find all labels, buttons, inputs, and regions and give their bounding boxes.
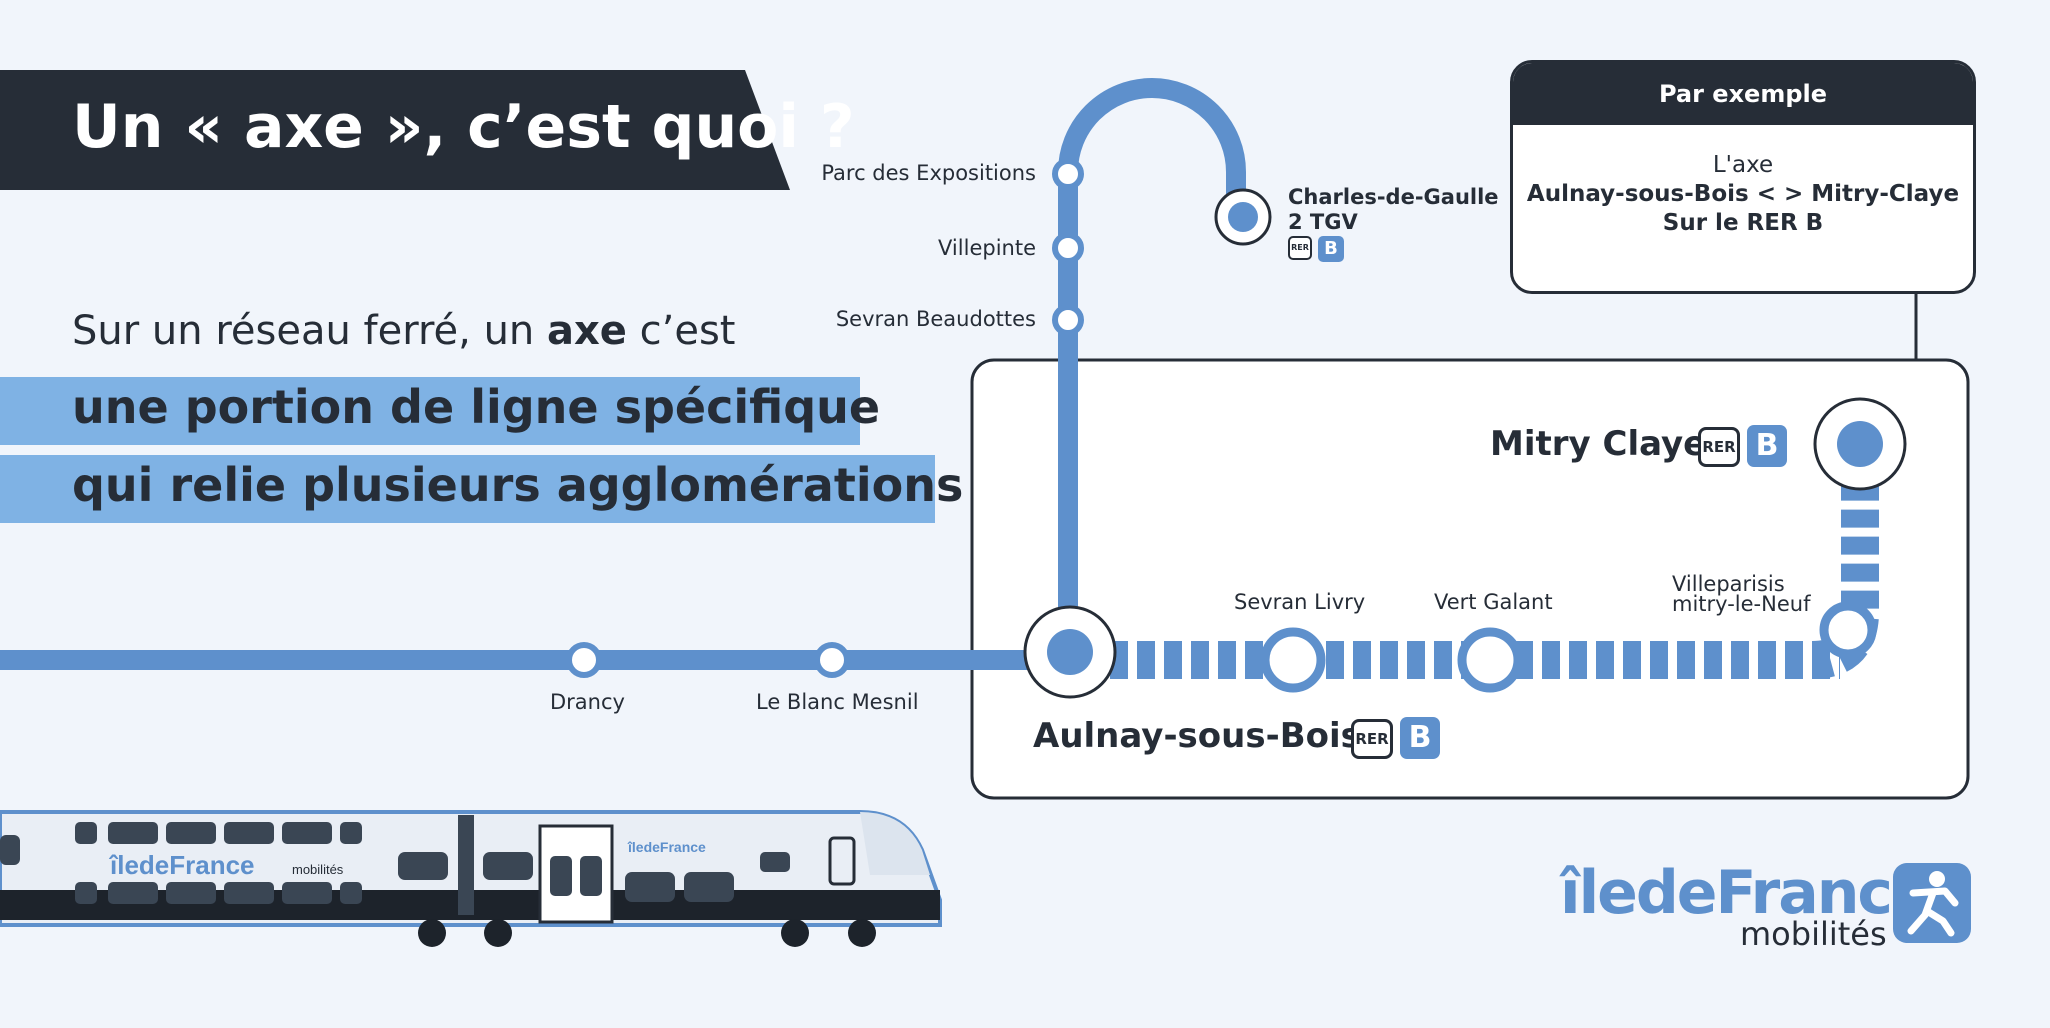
train-window [224,822,274,844]
line-b-badge-aulnay: B [1400,717,1440,759]
station-dot-vert-galant [1457,627,1523,693]
train-window [75,822,97,844]
logo-subtitle: mobilités [1740,915,1887,953]
line-b-badge-mitry: B [1747,425,1787,467]
train-wheel [418,919,446,947]
train-window [166,822,216,844]
example-box: Par exemple L'axe Aulnay-sous-Bois < > M… [1510,60,1976,294]
label-sevran-beaudottes: Sevran Beaudottes [835,307,1036,331]
train-window [282,882,332,904]
label-cdg-line-1: Charles-de-Gaulle [1288,185,1499,209]
highlight-text-2: qui relie plusieurs agglomérations [72,458,964,512]
axis-box [970,358,1970,800]
train-window [483,852,533,880]
train-wheel [484,919,512,947]
label-mitry: Mitry Claye [1490,424,1707,464]
train-nose [860,812,930,875]
label-villeparisis-line-1: Villeparisis [1672,572,1785,596]
station-hub-aulnay-core [1047,629,1093,675]
station-terminus-cdg-core [1228,202,1258,232]
example-line-3: Sur le RER B [1662,210,1824,236]
intro-bold: axe [546,308,627,354]
train-window [0,835,20,865]
example-header: Par exemple [1513,63,1973,125]
intro-text: Sur un réseau ferré, un axe c’est [72,308,735,354]
label-villepinte: Villepinte [938,236,1036,260]
logo-wordmark: îledeFrance [1560,858,1932,928]
walking-person-icon [1893,863,1971,943]
label-aulnay: Aulnay-sous-Bois [1033,716,1361,756]
train-livery-sub: mobilités [292,862,344,877]
train-wheel [781,919,809,947]
train-cab-door [828,836,856,886]
train-window [166,882,216,904]
station-dot-villeparisis [1819,601,1877,659]
intro-suffix: c’est [626,308,736,354]
station-dot-parc-expo [1052,158,1084,190]
train-window [108,822,158,844]
label-cdg-line-2: 2 TGV [1288,210,1358,234]
train-window [282,822,332,844]
label-drancy: Drancy [550,690,625,714]
example-line-1: L'axe [1712,152,1774,178]
train-window [625,872,675,902]
label-villeparisis-line-2: mitry-le-Neuf [1672,592,1811,616]
station-dot-villepinte [1052,232,1084,264]
train-window [760,852,790,872]
train-door-window [580,856,602,896]
line-arc-cdg [1058,78,1246,200]
train-window [684,872,734,902]
station-dot-drancy [566,642,602,678]
rer-badge-aulnay: RER [1351,719,1393,759]
label-vert-galant: Vert Galant [1434,590,1553,614]
station-dot-sevran-beaudottes [1052,304,1084,336]
line-b-badge-cdg: B [1318,236,1344,262]
highlight-bar-1 [0,377,860,445]
station-dot-le-blanc-mesnil [814,642,850,678]
label-sevran-livry: Sevran Livry [1234,590,1366,614]
highlight-bar-2 [0,455,935,523]
train-livery-text: îledeFrance [108,850,255,880]
train-window [340,822,362,844]
label-parc-expo: Parc des Expositions [821,161,1036,185]
station-dot-sevran-livry [1260,627,1326,693]
intro-prefix: Sur un réseau ferré, un [72,308,547,354]
train-wheel [848,919,876,947]
train-illustration: îledeFrance mobilités îledeFrance [0,810,942,947]
example-body: L'axe Aulnay-sous-Bois < > Mitry-Claye S… [1513,125,1973,238]
label-le-blanc-mesnil: Le Blanc Mesnil [756,690,919,714]
highlight-text-1: une portion de ligne spécifique [72,380,881,434]
train-window [398,852,448,880]
page-title: Un « axe », c’est quoi ? [72,92,855,162]
example-line-2: Aulnay-sous-Bois < > Mitry-Claye [1526,181,1960,207]
train-livery-text-small: îledeFrance [627,839,706,855]
rer-badge-mitry: RER [1698,427,1740,467]
train-door-window [550,856,572,896]
train-coupling [458,815,474,915]
station-terminus-mitry-core [1837,421,1883,467]
rer-badge-cdg: RER [1288,236,1312,260]
train-window [75,882,97,904]
train-window [224,882,274,904]
train-window [108,882,158,904]
train-window [340,882,362,904]
title-banner [0,70,790,190]
